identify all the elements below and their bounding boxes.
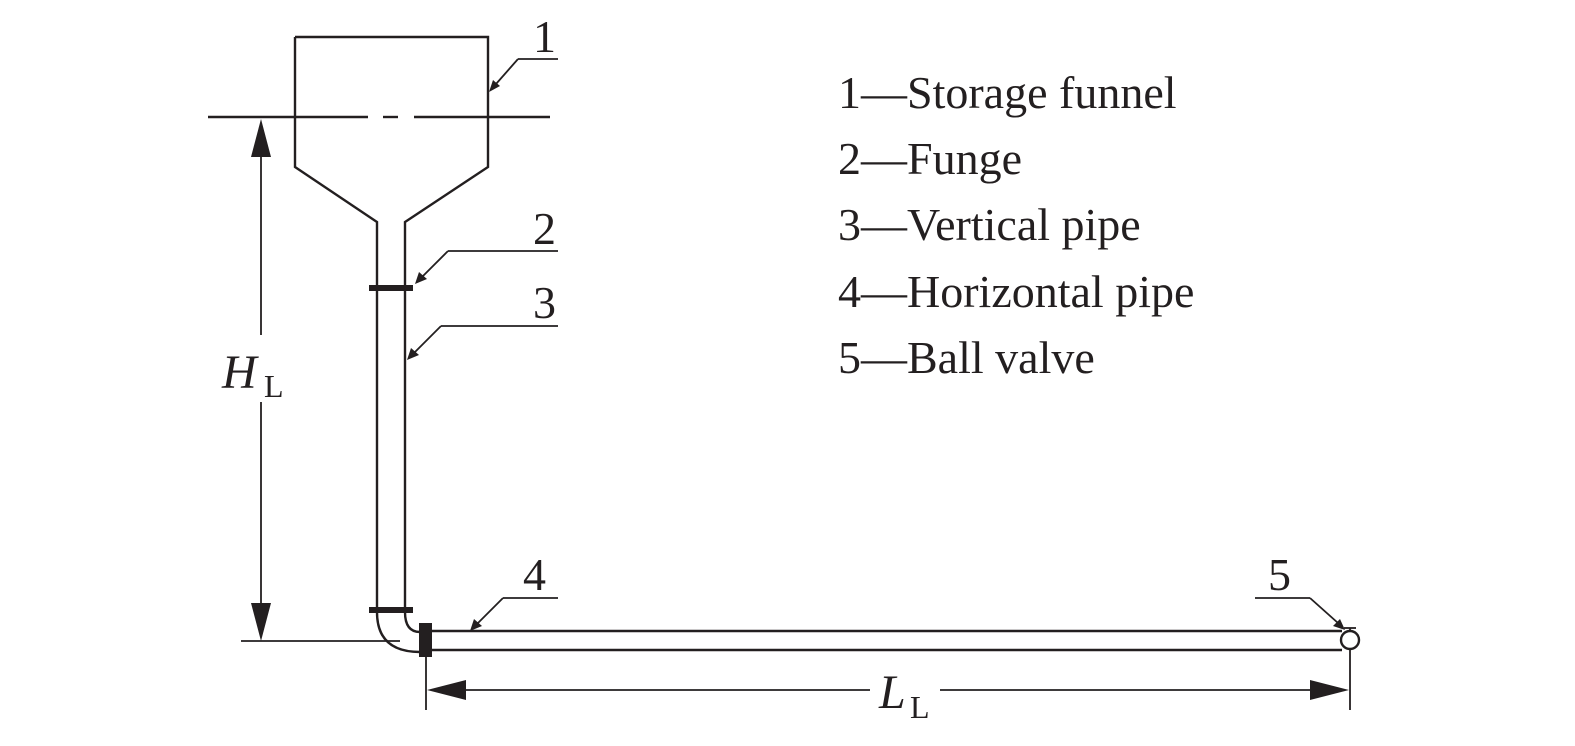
flange [369,285,413,291]
height-dimension-symbol: H [221,346,259,399]
legend-item: 2—Funge [838,133,1022,184]
legend-item: 4—Horizontal pipe [838,266,1194,317]
length-dimension-symbol: L [878,666,906,719]
legend-item: 3—Vertical pipe [838,199,1141,250]
callout-1: 1 [489,11,558,92]
legend-item: 5—Ball valve [838,332,1095,383]
callout-3-number: 3 [533,277,556,328]
height-dimension-subscript: L [264,368,284,404]
callout-4-number: 4 [523,549,546,600]
callout-3: 3 [407,277,558,360]
legend: 1—Storage funnel 2—Funge 3—Vertical pipe… [838,67,1194,383]
length-dimension: L L [425,650,1351,725]
joint-flange [419,623,432,657]
ball-valve [1339,627,1361,651]
callout-2-number: 2 [533,203,556,254]
callout-2: 2 [415,203,558,284]
length-dimension-subscript: L [910,689,930,725]
callout-5: 5 [1255,549,1345,630]
pipe-elbow [375,611,421,654]
storage-funnel [208,35,550,612]
callout-4: 4 [470,549,558,631]
height-dimension: H L [221,119,400,642]
horizontal-pipe [432,629,1342,652]
callout-5-number: 5 [1268,549,1291,600]
lower-flange [369,607,413,613]
legend-item: 1—Storage funnel [838,67,1177,118]
callout-1-number: 1 [533,11,556,62]
